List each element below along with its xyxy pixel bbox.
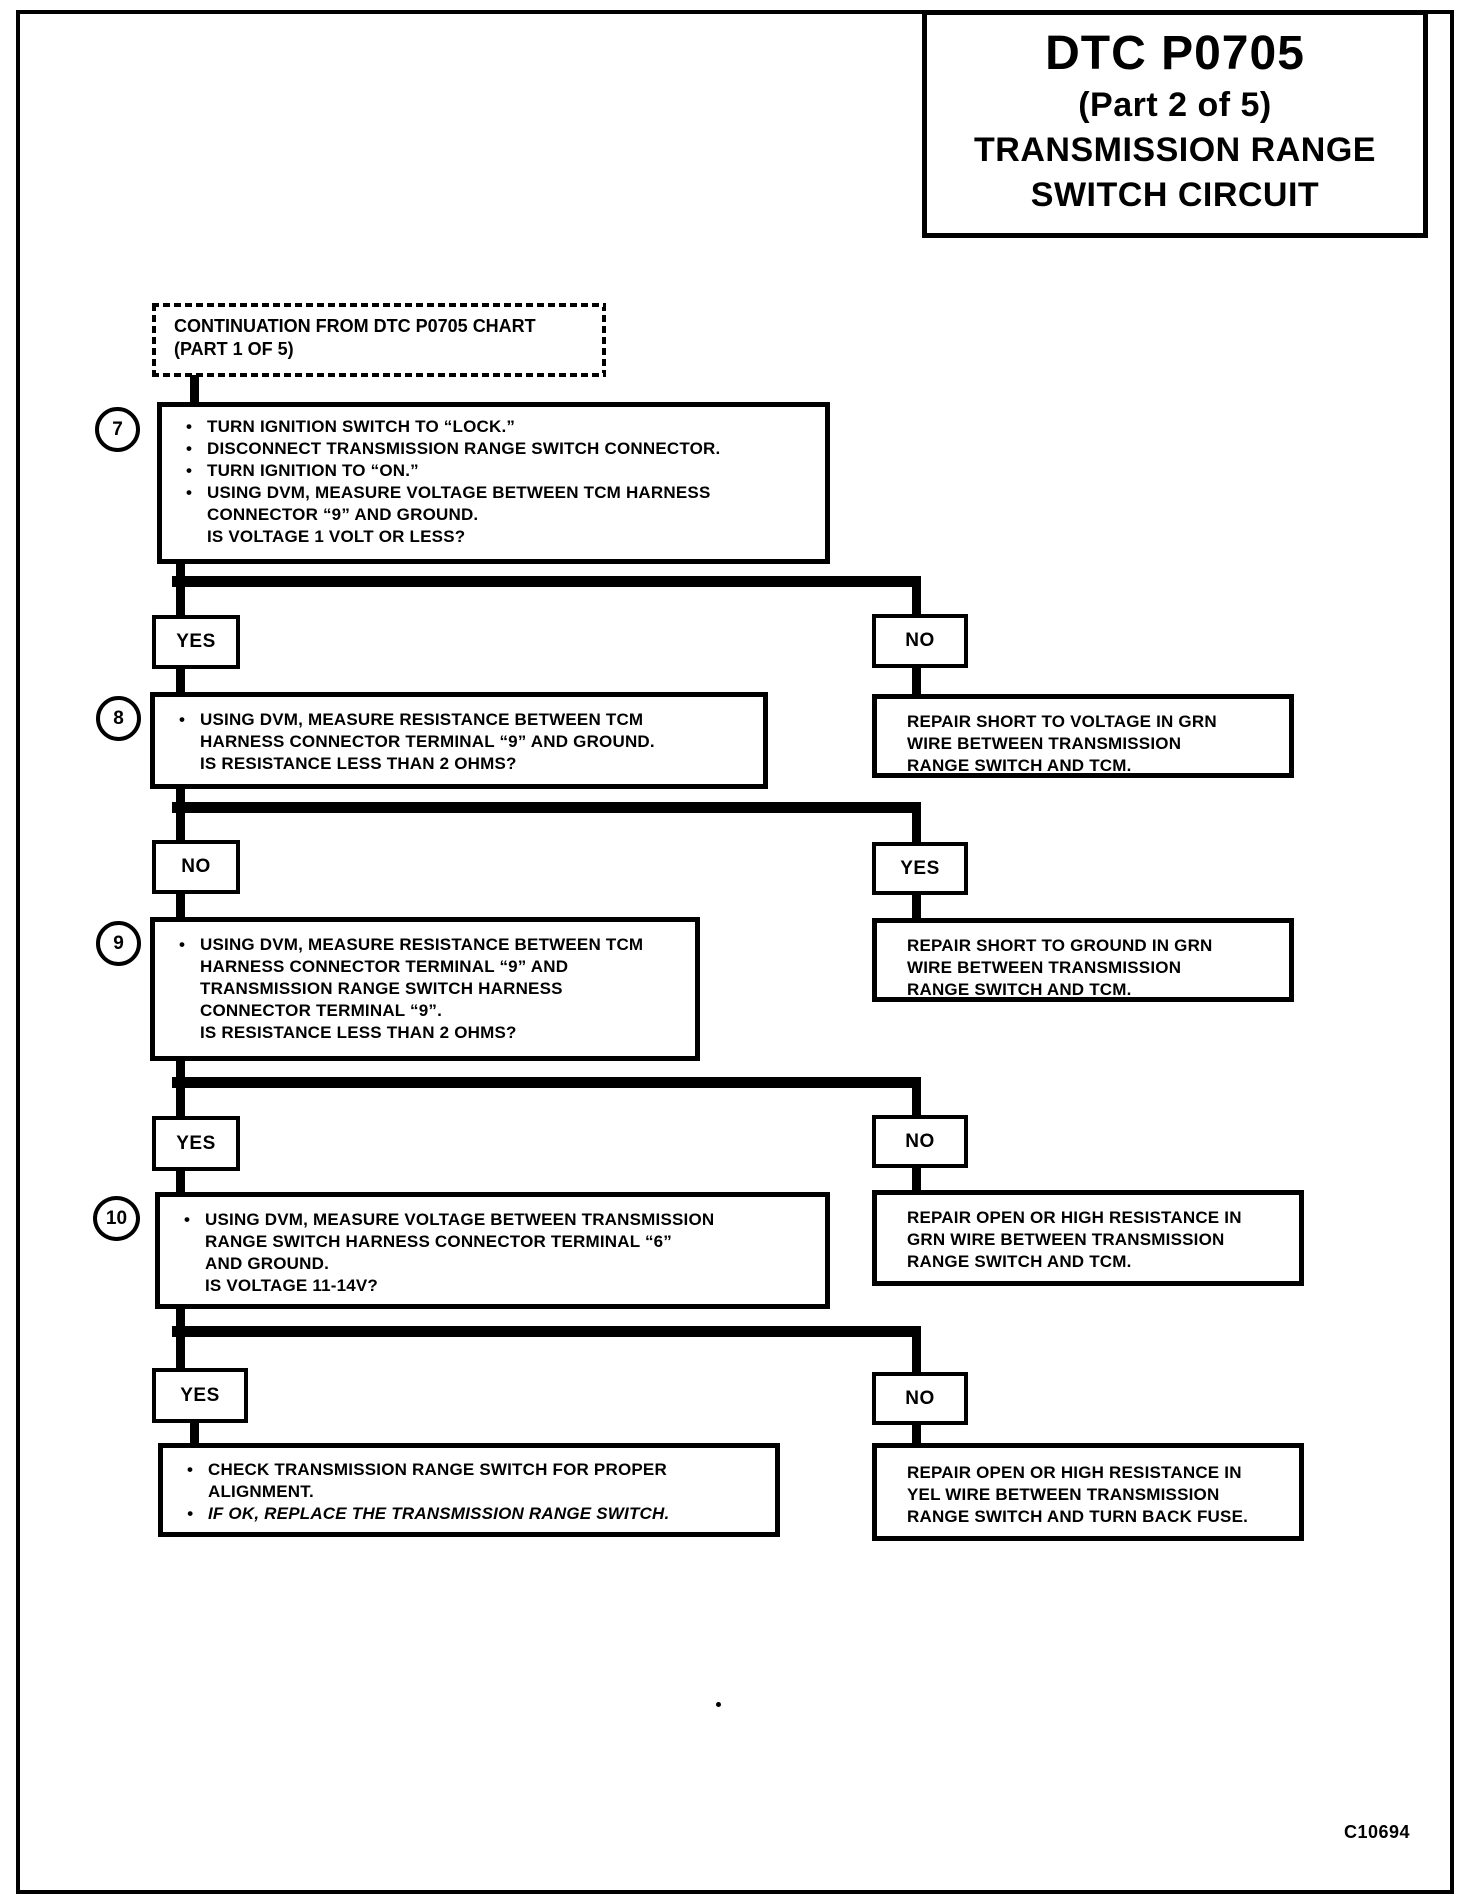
step-9-number: 9 [113, 932, 124, 954]
final-box-check-switch: CHECK TRANSMISSION RANGE SWITCH FOR PROP… [158, 1443, 780, 1537]
connector-no2-to-step9 [176, 892, 185, 919]
continuation-line-2: (PART 1 OF 5) [174, 339, 294, 359]
action-box-repair-short-voltage: REPAIR SHORT TO VOLTAGE IN GRN WIRE BETW… [872, 694, 1294, 778]
circuit-name-line-2: SWITCH CIRCUIT [1030, 176, 1320, 214]
connector-no4-to-action4 [912, 1423, 921, 1445]
chart-title-box: DTC P0705 (Part 2 of 5) TRANSMISSION RAN… [922, 10, 1428, 238]
branch-label-level1-yes: YES [152, 615, 240, 669]
step-7-box: TURN IGNITION SWITCH TO “LOCK.” DISCONNE… [157, 402, 830, 564]
branch-label-level4-yes: YES [152, 1368, 248, 1423]
connector-yes4-to-final-left [190, 1421, 199, 1445]
connector-level2-left-drop [176, 811, 185, 842]
page-border [16, 10, 1454, 1894]
step-7-question: IS VOLTAGE 1 VOLT OR LESS? [207, 527, 466, 546]
step-7-bullet-2: DISCONNECT TRANSMISSION RANGE SWITCH CON… [186, 438, 819, 460]
step-7-bullet-4: USING DVM, MEASURE VOLTAGE BETWEEN TCM H… [186, 482, 819, 526]
connector-no1-to-action1 [912, 666, 921, 696]
step-10-number: 10 [105, 1207, 128, 1229]
action-2-text: REPAIR SHORT TO GROUND IN GRN WIRE BETWE… [907, 936, 1213, 999]
step-8-bullet-1: USING DVM, MEASURE RESISTANCE BETWEEN TC… [179, 709, 757, 753]
action-box-repair-open-yel: REPAIR OPEN OR HIGH RESISTANCE IN YEL WI… [872, 1443, 1304, 1541]
step-7-number: 7 [112, 418, 123, 440]
branch-bar-level4 [172, 1326, 921, 1337]
dtc-code-title: DTC P0705 [1045, 27, 1305, 80]
step-8-number: 8 [113, 707, 124, 729]
connector-step8-down [176, 787, 185, 809]
step-9-question: IS RESISTANCE LESS THAN 2 OHMS? [200, 1023, 517, 1042]
connector-level2-right-drop [912, 811, 921, 844]
step-8-question: IS RESISTANCE LESS THAN 2 OHMS? [200, 754, 517, 773]
step-9-circle: 9 [96, 921, 141, 966]
connector-continuation-to-step7 [190, 375, 199, 406]
step-7-bullet-1: TURN IGNITION SWITCH TO “LOCK.” [186, 416, 819, 438]
connector-no3-to-action3 [912, 1166, 921, 1192]
continuation-box: CONTINUATION FROM DTC P0705 CHART (PART … [152, 303, 606, 377]
connector-yes3-to-step10 [176, 1169, 185, 1194]
action-box-repair-open-grn: REPAIR OPEN OR HIGH RESISTANCE IN GRN WI… [872, 1190, 1304, 1286]
branch-label-level2-no: NO [152, 840, 240, 894]
step-10-bullet-1: USING DVM, MEASURE VOLTAGE BETWEEN TRANS… [184, 1209, 819, 1275]
final-left-bullet-1: CHECK TRANSMISSION RANGE SWITCH FOR PROP… [187, 1459, 769, 1503]
step-7-circle: 7 [95, 407, 140, 452]
step-10-question: IS VOLTAGE 11-14V? [205, 1276, 379, 1295]
connector-step9-down [176, 1059, 185, 1083]
connector-level4-right-drop [912, 1335, 921, 1374]
circuit-name-line-1: TRANSMISSION RANGE [974, 131, 1376, 169]
branch-label-level3-yes: YES [152, 1116, 240, 1171]
step-8-circle: 8 [96, 696, 141, 741]
step-10-circle: 10 [93, 1196, 140, 1241]
connector-yes1-to-step8 [176, 667, 185, 694]
connector-level4-left-drop [176, 1335, 185, 1370]
connector-level3-left-drop [176, 1086, 185, 1118]
connector-level1-left-drop [176, 585, 185, 617]
connector-step7-down [176, 559, 185, 581]
step-9-bullet-1: USING DVM, MEASURE RESISTANCE BETWEEN TC… [179, 934, 689, 1022]
connector-level1-right-drop [912, 585, 921, 617]
part-subtitle: (Part 2 of 5) [1078, 86, 1272, 124]
stray-dot-artifact [716, 1702, 721, 1707]
branch-bar-level3 [172, 1077, 921, 1088]
step-8-box: USING DVM, MEASURE RESISTANCE BETWEEN TC… [150, 692, 768, 789]
step-9-box: USING DVM, MEASURE RESISTANCE BETWEEN TC… [150, 917, 700, 1061]
branch-label-level2-yes: YES [872, 842, 968, 895]
action-3-text: REPAIR OPEN OR HIGH RESISTANCE IN GRN WI… [907, 1208, 1242, 1271]
continuation-line-1: CONTINUATION FROM DTC P0705 CHART [174, 316, 536, 336]
action-4-text: REPAIR OPEN OR HIGH RESISTANCE IN YEL WI… [907, 1463, 1249, 1526]
step-7-bullet-3: TURN IGNITION TO “ON.” [186, 460, 819, 482]
branch-label-level4-no: NO [872, 1372, 968, 1425]
figure-code: C10694 [1344, 1822, 1411, 1842]
branch-bar-level1 [172, 576, 921, 587]
branch-label-level3-no: NO [872, 1115, 968, 1168]
connector-yes2-to-action2 [912, 893, 921, 920]
branch-bar-level2 [172, 802, 921, 813]
final-left-bullet-2: IF OK, REPLACE THE TRANSMISSION RANGE SW… [187, 1503, 769, 1525]
step-10-box: USING DVM, MEASURE VOLTAGE BETWEEN TRANS… [155, 1192, 830, 1309]
connector-step10-down [176, 1307, 185, 1331]
branch-label-level1-no: NO [872, 614, 968, 668]
action-1-text: REPAIR SHORT TO VOLTAGE IN GRN WIRE BETW… [907, 712, 1217, 775]
connector-level3-right-drop [912, 1086, 921, 1117]
action-box-repair-short-ground: REPAIR SHORT TO GROUND IN GRN WIRE BETWE… [872, 918, 1294, 1002]
